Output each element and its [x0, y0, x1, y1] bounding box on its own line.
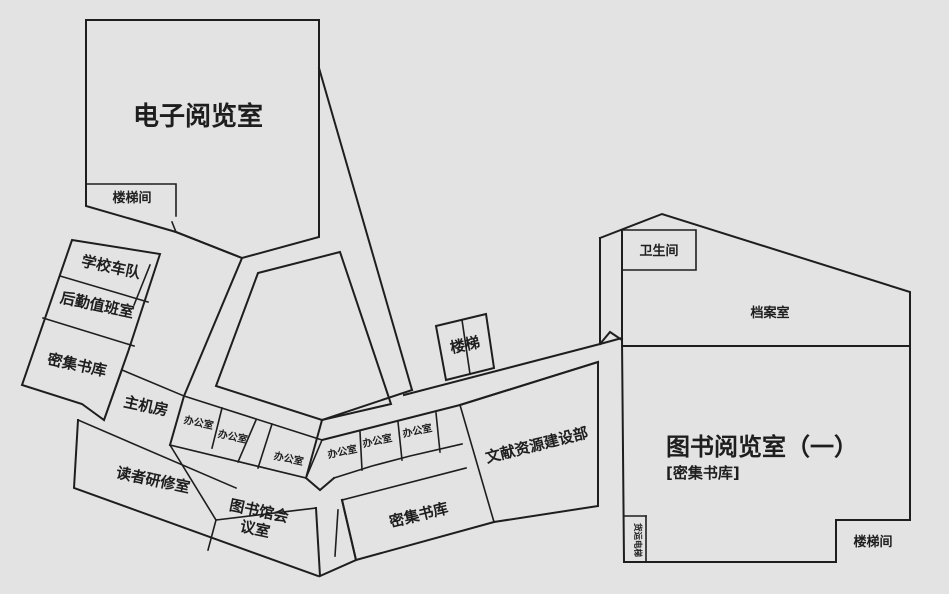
lower-wing-inner-4 [168, 443, 218, 522]
lower-wing-left-wall [72, 418, 320, 578]
label-office-3: 办公室 [273, 449, 305, 468]
label-restroom: 卫生间 [639, 243, 678, 259]
mid-office-divider-1 [359, 431, 363, 471]
label-dense-stacks-left: 密集书库 [46, 350, 108, 380]
mid-office-divider-3 [435, 412, 441, 453]
top-block-inner-wall [170, 220, 178, 234]
label-office-1: 办公室 [183, 413, 215, 432]
center-connector-upper [304, 388, 414, 492]
right-building-outline [598, 212, 911, 563]
stairs-small-outline [434, 312, 496, 382]
left-wing-divider-3 [132, 263, 152, 307]
label-freight-elevator: 货运电梯 [632, 522, 643, 558]
label-stairs-top: 楼梯间 [112, 190, 151, 206]
bottom-stub-1 [334, 509, 339, 557]
mid-office-divider-2 [397, 421, 403, 461]
left-wing-divider-2 [42, 317, 135, 347]
label-library-meeting-2: 议室 [238, 517, 271, 541]
office-divider-3 [256, 422, 274, 470]
label-office-5: 办公室 [361, 431, 393, 450]
office-row-bottom [169, 444, 307, 479]
label-office-6: 办公室 [401, 421, 433, 440]
lower-wing-connector [168, 230, 244, 447]
label-reading-room-one-sub: [密集书库] [666, 464, 740, 482]
label-electronic-reading: 电子阅览室 [133, 101, 263, 132]
label-reader-workshop: 读者研修室 [114, 464, 191, 497]
electronic-reading-room-outline [85, 19, 320, 260]
office-divider-2 [236, 418, 258, 464]
bottom-stacks-outline [340, 498, 496, 562]
label-archive: 档案室 [750, 305, 789, 321]
label-literature-dept: 文献资源建设部 [484, 424, 590, 467]
label-office-4: 办公室 [326, 442, 358, 461]
office-divider-1 [211, 407, 223, 449]
literature-dept-divider [459, 404, 495, 523]
lower-wing-inner-1 [76, 418, 238, 490]
stairs-small-divider [461, 319, 471, 375]
stairs-top-outline [85, 183, 177, 217]
label-school-fleet: 学校车队 [80, 252, 143, 282]
label-stairs-small: 楼梯 [448, 333, 481, 357]
mid-corridor-line [341, 467, 467, 501]
label-dense-stacks-bottom: 密集书库 [387, 499, 450, 531]
left-wing-divider-1 [59, 275, 149, 303]
label-stairs-right: 楼梯间 [853, 534, 892, 550]
lower-wing-inner-6 [207, 519, 217, 551]
mid-office-bottom [332, 443, 463, 480]
restroom-outline [621, 229, 697, 271]
label-server-room: 主机房 [122, 393, 170, 420]
central-courtyard [214, 250, 393, 422]
lower-wing-inner-3 [120, 368, 186, 398]
lower-wing-inner-2 [102, 368, 124, 422]
lower-wing-inner-5 [215, 507, 317, 521]
mid-corridor-top [402, 336, 624, 397]
diagonal-corridor-wall [317, 66, 414, 392]
label-logistics-duty: 后勤值班室 [58, 289, 135, 322]
label-office-2: 办公室 [217, 427, 249, 446]
mid-corridor-bottom [320, 360, 600, 442]
label-reading-room-one: 图书阅览室（一） [666, 433, 858, 461]
literature-dept-outline [458, 360, 599, 524]
